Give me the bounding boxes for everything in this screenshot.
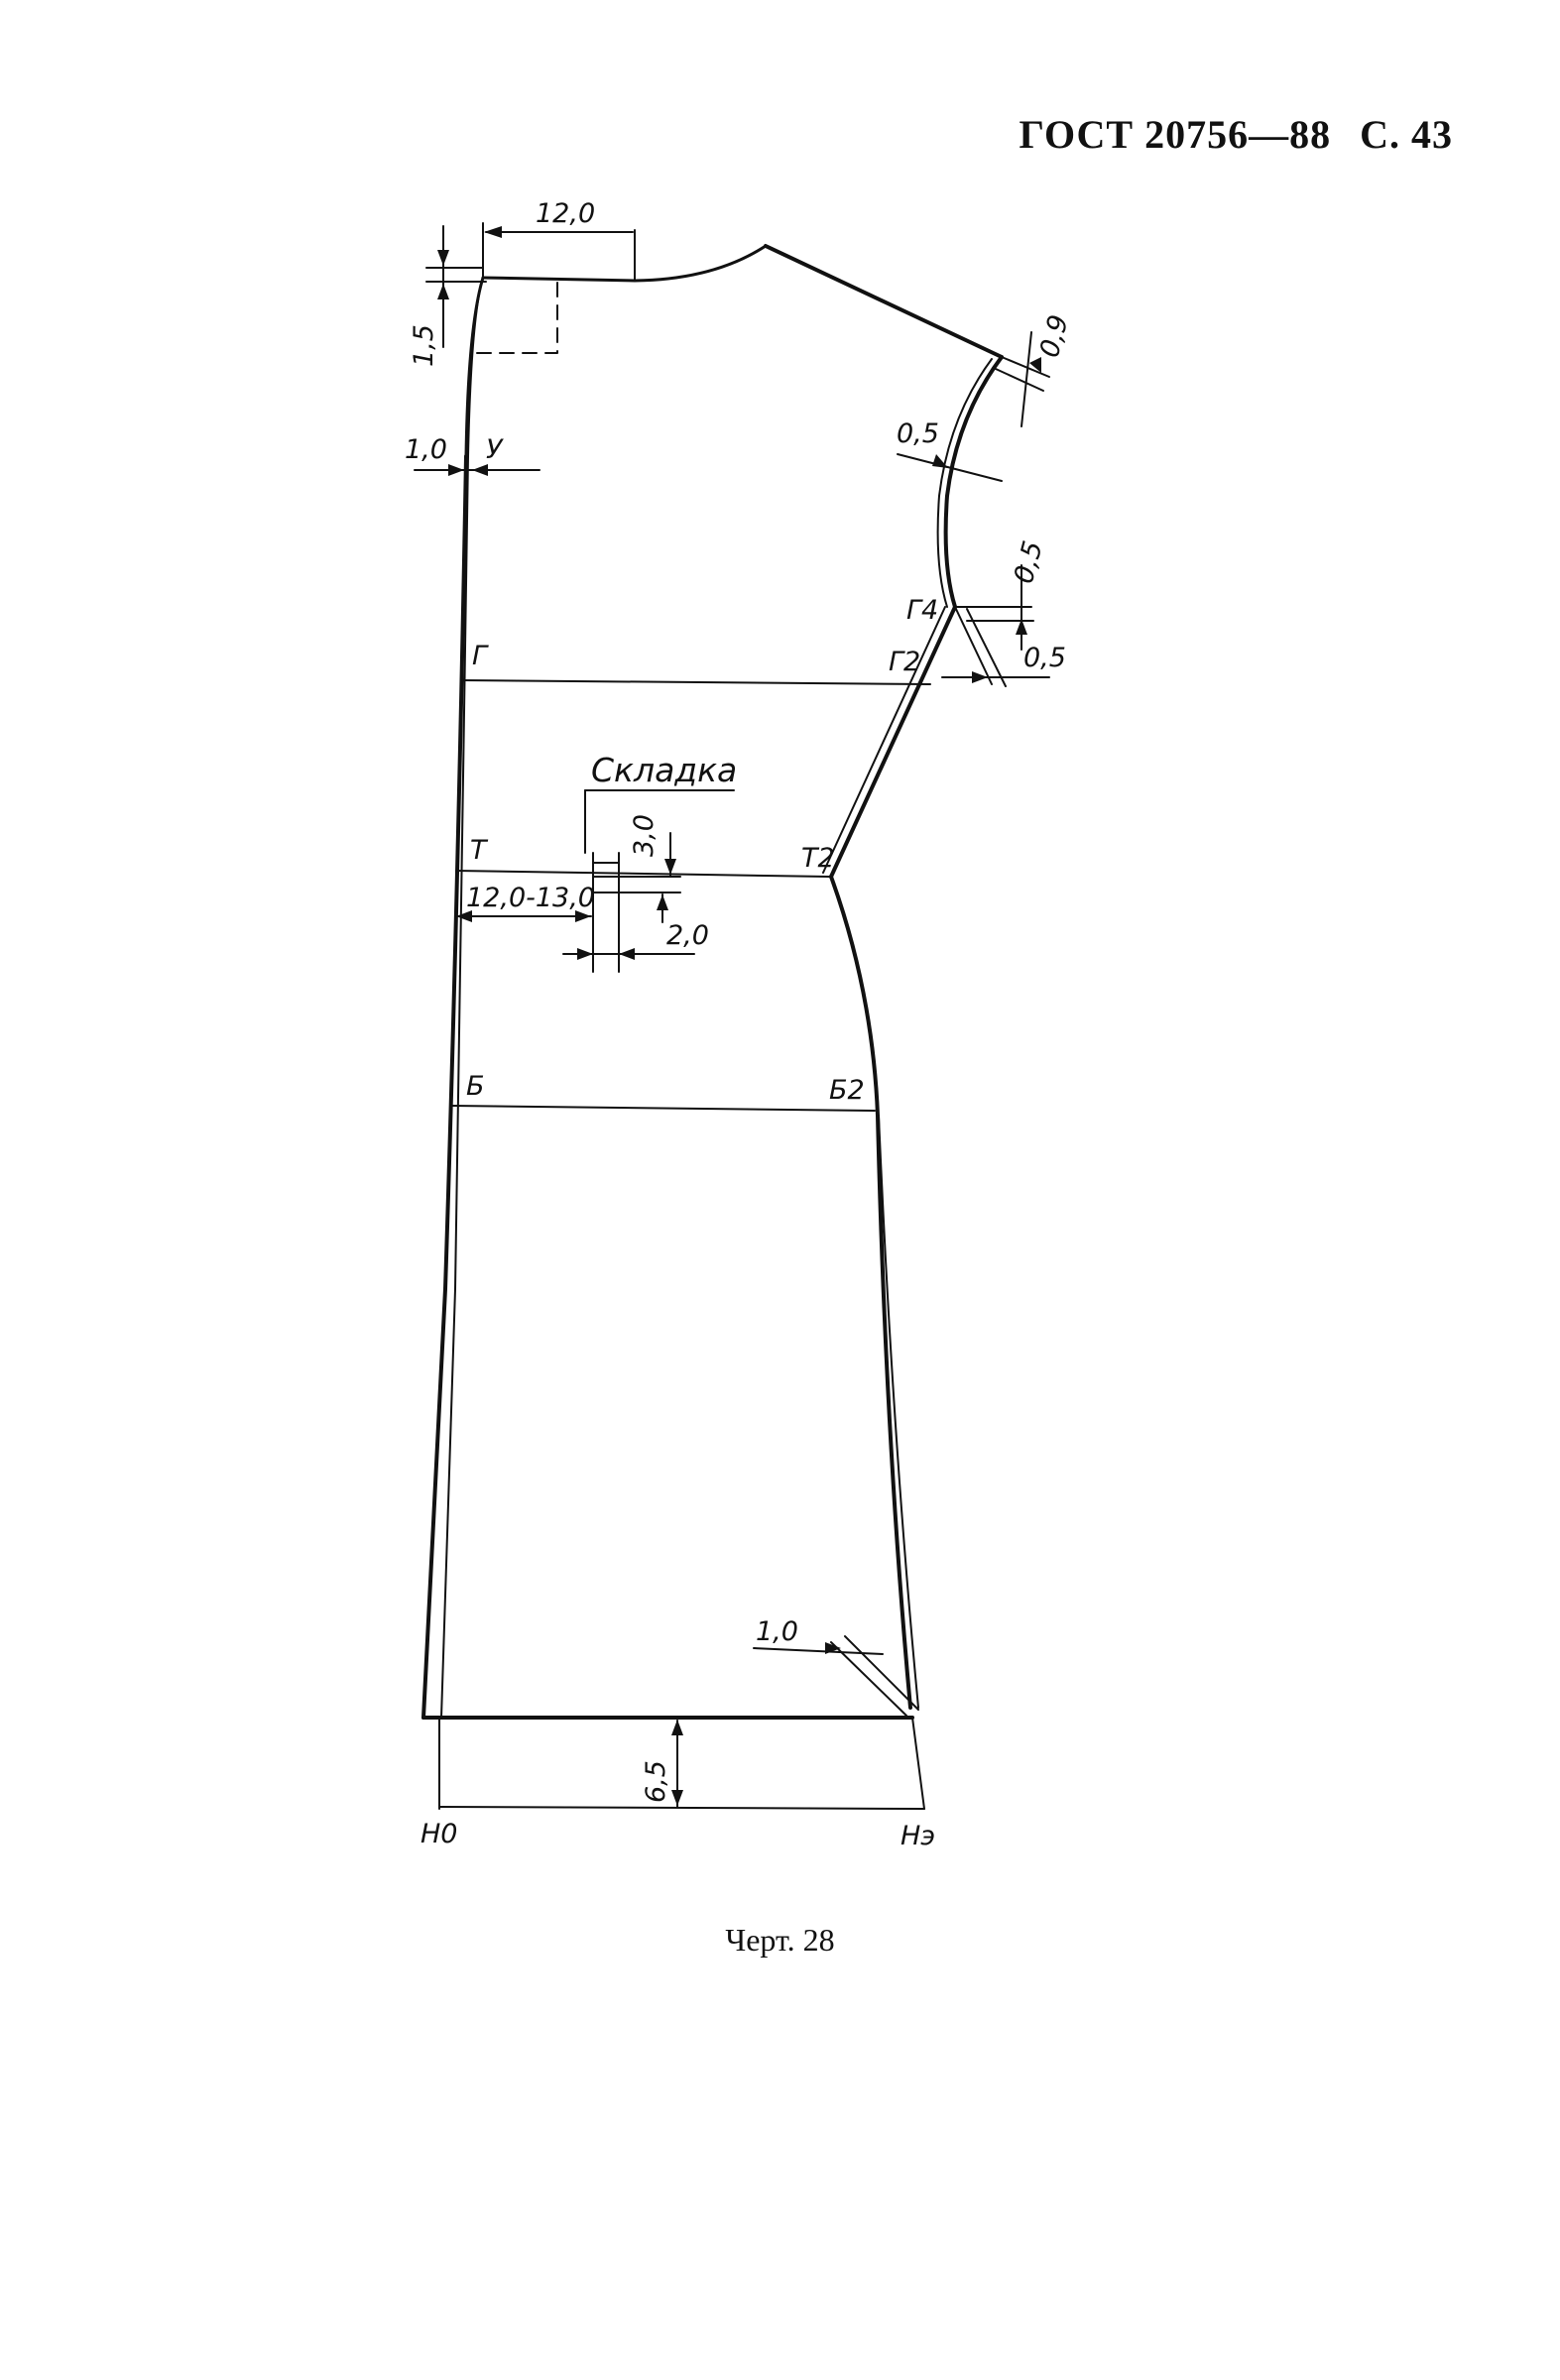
neck-width-arrow xyxy=(484,226,502,238)
pleat-label: Складка xyxy=(591,751,737,789)
point-b-label: Б xyxy=(466,1071,485,1102)
armhole-offset-label: 0,5 xyxy=(897,418,939,449)
point-b2-label: Б2 xyxy=(829,1075,865,1106)
hem-diag-b xyxy=(844,1635,919,1711)
page-header: ГОСТ 20756—88 С. 43 xyxy=(1019,111,1453,158)
drop-arrow-bottom xyxy=(437,284,449,299)
figure-caption: Черт. 28 xyxy=(725,1922,835,1958)
side-seam-lower xyxy=(829,875,912,1710)
chest-line xyxy=(461,679,931,685)
g2-arrow xyxy=(972,671,988,683)
point-he-label: Нэ xyxy=(900,1821,935,1851)
armhole-curve xyxy=(943,355,1004,609)
g2-ext-a xyxy=(954,606,993,685)
he-vertical xyxy=(911,1717,925,1810)
shoulder-ext-b xyxy=(995,368,1044,392)
side-seam-upper xyxy=(829,605,957,879)
pleat-depth-label: 3,0 xyxy=(629,814,660,857)
center-front-outer xyxy=(421,454,468,1720)
point-g-label: Г xyxy=(472,641,489,671)
point-t2-label: Т2 xyxy=(801,843,835,874)
point-t-label: Т xyxy=(470,835,489,866)
armhole-inner-curve xyxy=(936,358,993,608)
hip-line xyxy=(451,1105,876,1112)
shoulder-ext-label: 0,9 xyxy=(1034,311,1075,361)
armhole-dim xyxy=(897,453,1003,482)
pleat-depth-arrow xyxy=(664,859,676,875)
side-seam-outer xyxy=(878,1115,919,1709)
center-front-top xyxy=(464,276,485,458)
shoulder-arrow xyxy=(1029,357,1041,373)
pleat-width-arrow xyxy=(657,894,668,910)
g2-ext-b xyxy=(966,608,1007,687)
neck-width-label: 12,0 xyxy=(536,198,595,229)
neck-drop-label: 1,5 xyxy=(409,324,439,367)
side-right-label: 0,5 xyxy=(1023,643,1066,673)
pleat-position-label: 12,0-13,0 xyxy=(466,883,595,913)
g4-arrow xyxy=(1016,619,1027,635)
hem-side-label: 1,0 xyxy=(756,1616,798,1647)
length-arrow-bottom xyxy=(671,1790,683,1806)
shoulder-dim xyxy=(1020,331,1032,427)
center-front-inner xyxy=(440,277,484,1719)
center-offset-label: 1,0 xyxy=(405,434,447,465)
standard-number: ГОСТ 20756—88 xyxy=(1019,112,1332,157)
point-h0-label: Н0 xyxy=(420,1819,457,1849)
shoulder-line xyxy=(764,244,1004,359)
drop-arrow-top xyxy=(437,250,449,266)
pleat-bottom-arrow-r xyxy=(619,948,635,960)
point-g4-label: Г4 xyxy=(906,595,938,626)
neck-facing-dashed xyxy=(472,282,558,354)
pleat-width-label: 2,0 xyxy=(666,920,709,951)
hem-diag-a xyxy=(830,1641,907,1717)
page-number: С. 43 xyxy=(1360,112,1453,157)
point-u-label: У xyxy=(486,434,504,465)
armhole-arrow xyxy=(932,454,948,468)
pleat-pos-arrow-right xyxy=(575,910,591,922)
offset-arrow-left xyxy=(448,464,464,476)
hem-arrow xyxy=(825,1642,841,1654)
side-top-label: 0,5 xyxy=(1009,537,1049,587)
offset-arrow-right xyxy=(472,464,488,476)
base-line xyxy=(438,1806,925,1810)
length-arrow-top xyxy=(671,1720,683,1735)
hem-length-label: 6,5 xyxy=(641,1760,671,1803)
waist-line xyxy=(455,870,830,878)
side-seam-inner xyxy=(822,606,946,874)
point-g2-label: Г2 xyxy=(889,647,920,677)
neckline-curve xyxy=(481,244,768,283)
shoulder-ext-a xyxy=(1001,356,1050,378)
pleat-pos-arrow-left xyxy=(456,910,472,922)
pleat-bottom-arrow-l xyxy=(577,948,593,960)
